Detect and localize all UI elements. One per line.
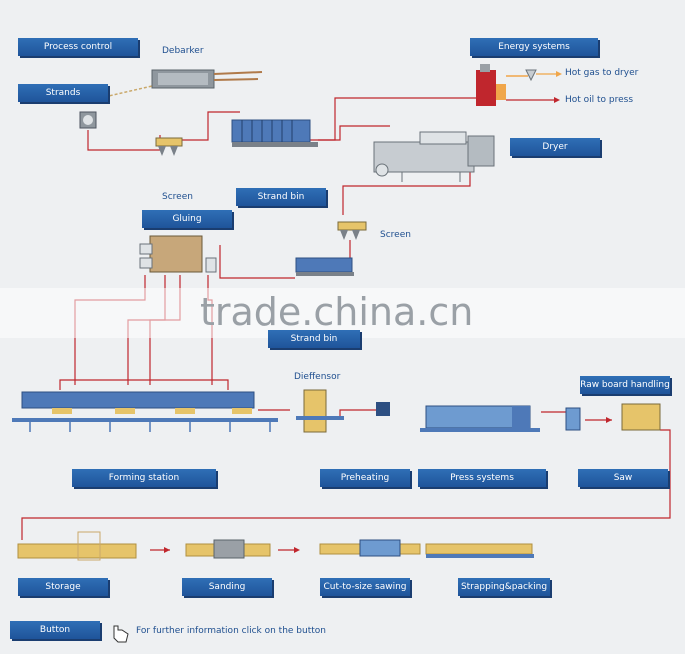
strander-machine <box>79 111 97 129</box>
preheating-machine <box>296 389 390 433</box>
debarker-label: Debarker <box>162 46 204 56</box>
strand-bin-button-1[interactable]: Strand bin <box>236 188 326 206</box>
hand-pointer-icon <box>113 625 129 643</box>
cut-to-size-machine <box>319 539 421 557</box>
footer-note: For further information click on the but… <box>136 626 326 636</box>
strand-bin-machine-2 <box>295 257 354 276</box>
flow-lines <box>21 97 671 551</box>
strapping-machine <box>425 543 534 558</box>
storage-machine <box>17 531 137 561</box>
press-systems-button[interactable]: Press systems <box>418 469 546 487</box>
strand-bin-button-2[interactable]: Strand bin <box>268 330 360 348</box>
hot-oil-label: Hot oil to press <box>565 95 634 105</box>
strands-button[interactable]: Strands <box>18 84 108 102</box>
sanding-machine <box>185 539 271 559</box>
screen-label-2: Screen <box>380 230 411 240</box>
press-machine <box>420 405 540 432</box>
info-button[interactable]: Button <box>10 621 100 639</box>
screen-machine-2 <box>337 221 367 240</box>
cut-to-size-sawing-button[interactable]: Cut-to-size sawing <box>320 578 410 596</box>
screen-label-1: Screen <box>162 192 193 202</box>
strand-bin-machine-1 <box>231 119 318 147</box>
watermark-text: trade.china.cn <box>200 290 474 334</box>
saw-button[interactable]: Saw <box>578 469 668 487</box>
saw-machine <box>565 403 661 431</box>
gluing-button[interactable]: Gluing <box>142 210 232 228</box>
gluing-machine <box>139 235 217 273</box>
forming-station-button[interactable]: Forming station <box>72 469 216 487</box>
raw-board-handling-button[interactable]: Raw board handling <box>580 376 670 394</box>
process-control-button[interactable]: Process control <box>18 38 138 56</box>
strapping-packing-button[interactable]: Strapping&packing <box>458 578 550 596</box>
energy-systems-button[interactable]: Energy systems <box>470 38 598 56</box>
watermark-band <box>0 288 685 338</box>
flow-arrows <box>164 417 612 553</box>
dryer-button[interactable]: Dryer <box>510 138 600 156</box>
dieffensor-label: Dieffensor <box>294 372 341 382</box>
preheating-button[interactable]: Preheating <box>320 469 410 487</box>
hot-gas-label: Hot gas to dryer <box>565 68 639 78</box>
sanding-button[interactable]: Sanding <box>182 578 272 596</box>
forming-station-machine <box>12 391 278 432</box>
storage-button[interactable]: Storage <box>18 578 108 596</box>
dryer-machine <box>373 131 495 182</box>
screen-machine-1 <box>155 137 183 156</box>
energy-plant-machine <box>476 64 562 106</box>
debarker-machine <box>99 69 263 99</box>
